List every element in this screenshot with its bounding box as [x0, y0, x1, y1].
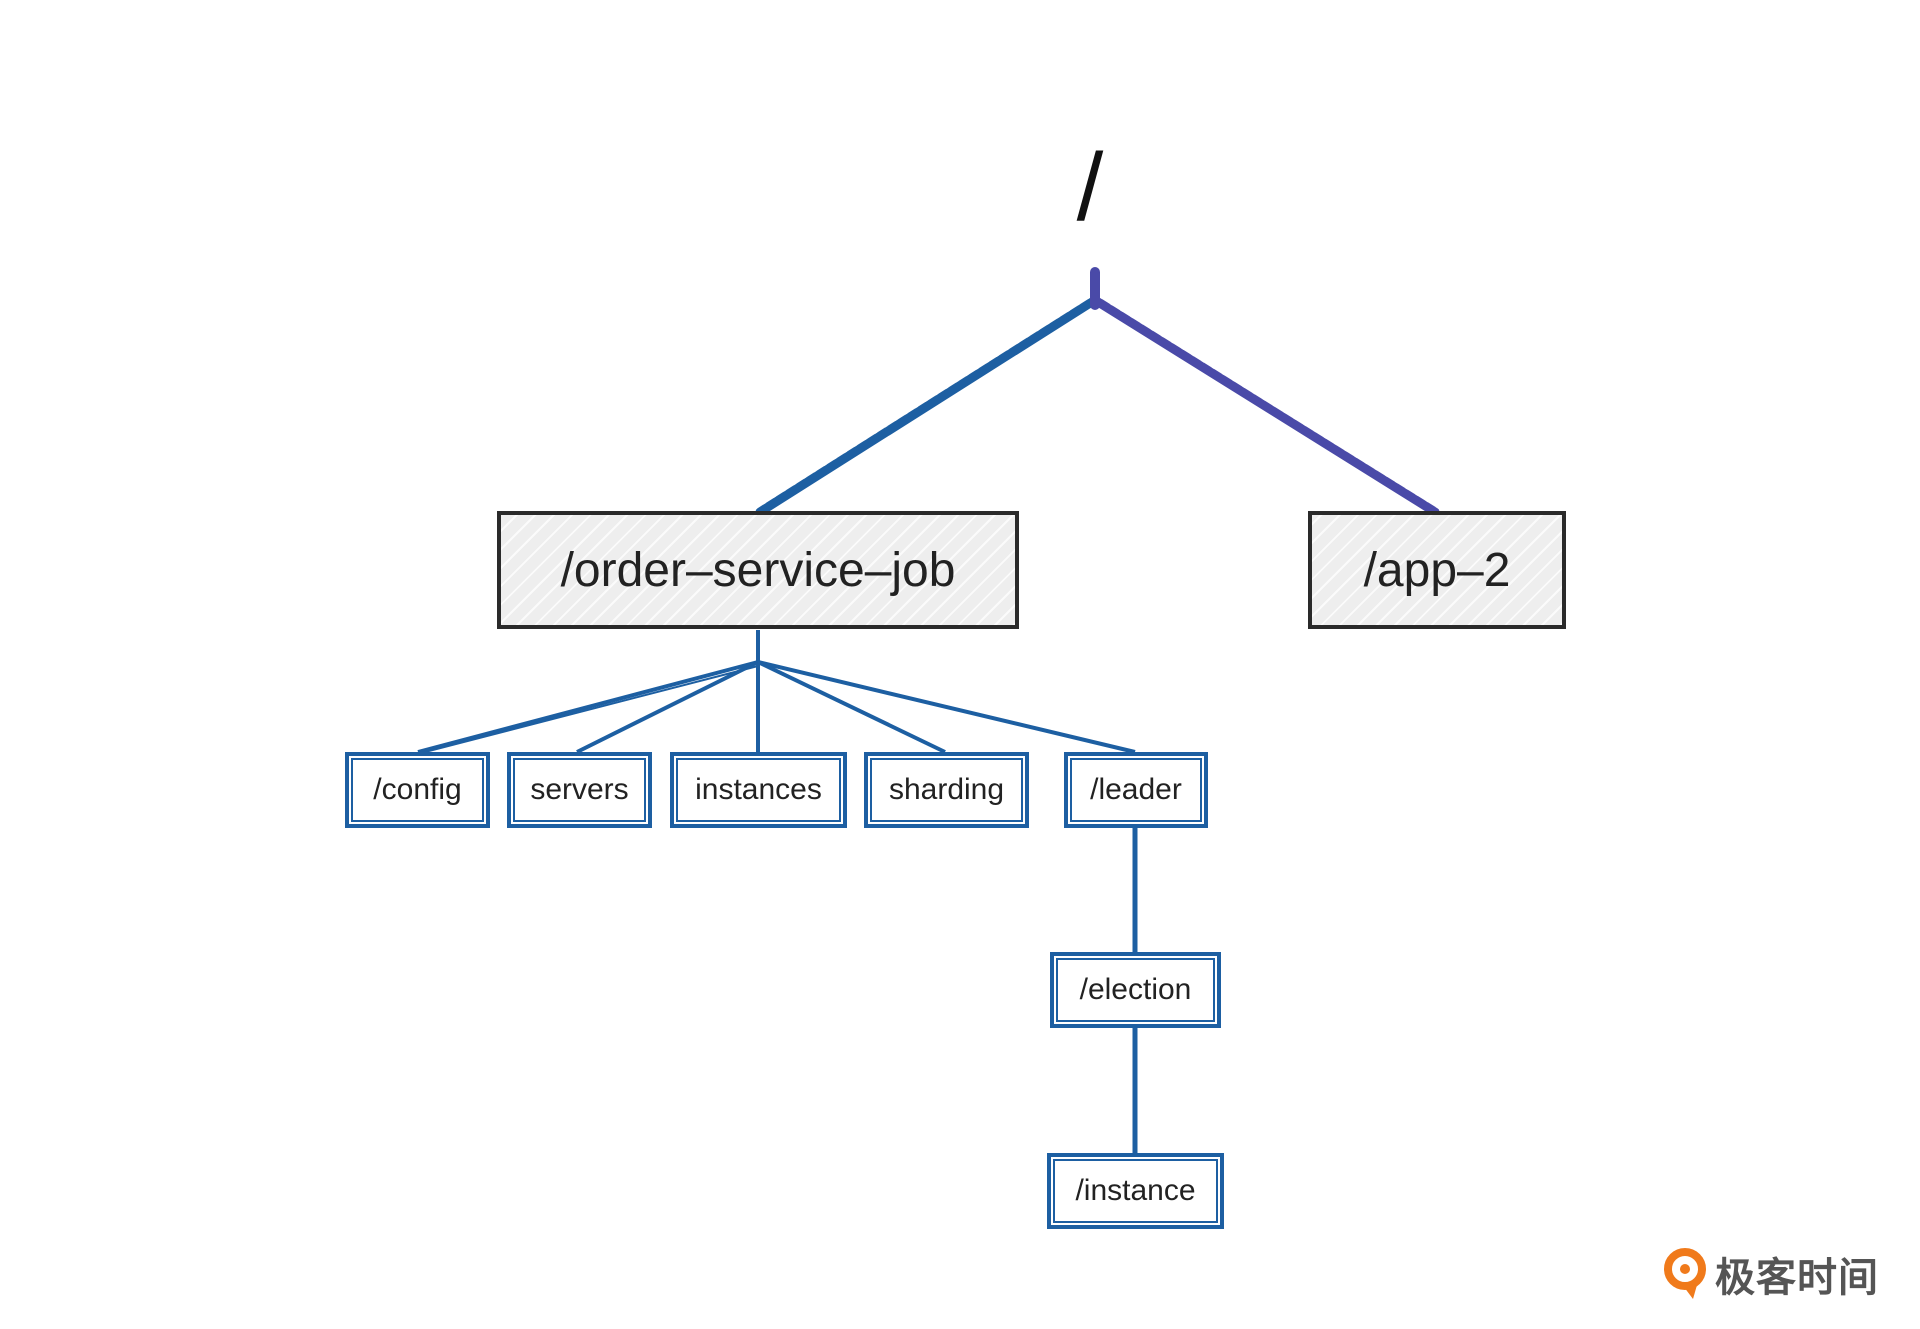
geektime-logo: 极客时间 — [1663, 1245, 1879, 1303]
geektime-logo-text: 极客时间 — [1715, 1255, 1879, 1301]
node-config: /config — [345, 752, 490, 828]
node-servers: servers — [507, 752, 652, 828]
node-instances-label: instances — [695, 773, 822, 806]
edge-order-servers — [576, 660, 759, 754]
node-instances: instances — [670, 752, 847, 828]
node-instance-label: /instance — [1075, 1174, 1196, 1207]
node-instance: /instance — [1047, 1153, 1224, 1229]
edge-order-config — [417, 660, 759, 754]
edge-order-sharding — [757, 660, 946, 754]
edge-root-app-2 — [1090, 295, 1441, 517]
node-leader: /leader — [1064, 752, 1208, 828]
node-servers-label: servers — [530, 773, 629, 806]
edge-root-order-service-job — [754, 295, 1100, 517]
node-app-2-label: /app–2 — [1363, 543, 1511, 597]
node-election-label: /election — [1079, 973, 1192, 1006]
edge-order-leader — [757, 660, 1136, 754]
geektime-logo-icon — [1664, 1248, 1706, 1299]
edge-order-config-2 — [424, 665, 759, 753]
node-order-service-job-label: /order–service–job — [560, 543, 956, 597]
node-order-service-job: /order–service–job — [497, 511, 1019, 629]
node-sharding-label: sharding — [888, 773, 1005, 806]
node-election: /election — [1050, 952, 1221, 1028]
node-sharding: sharding — [864, 752, 1029, 828]
node-config-label: /config — [373, 773, 462, 806]
node-app-2: /app–2 — [1308, 511, 1566, 629]
node-leader-label: /leader — [1090, 773, 1182, 806]
root-node-label: / — [1076, 134, 1104, 241]
